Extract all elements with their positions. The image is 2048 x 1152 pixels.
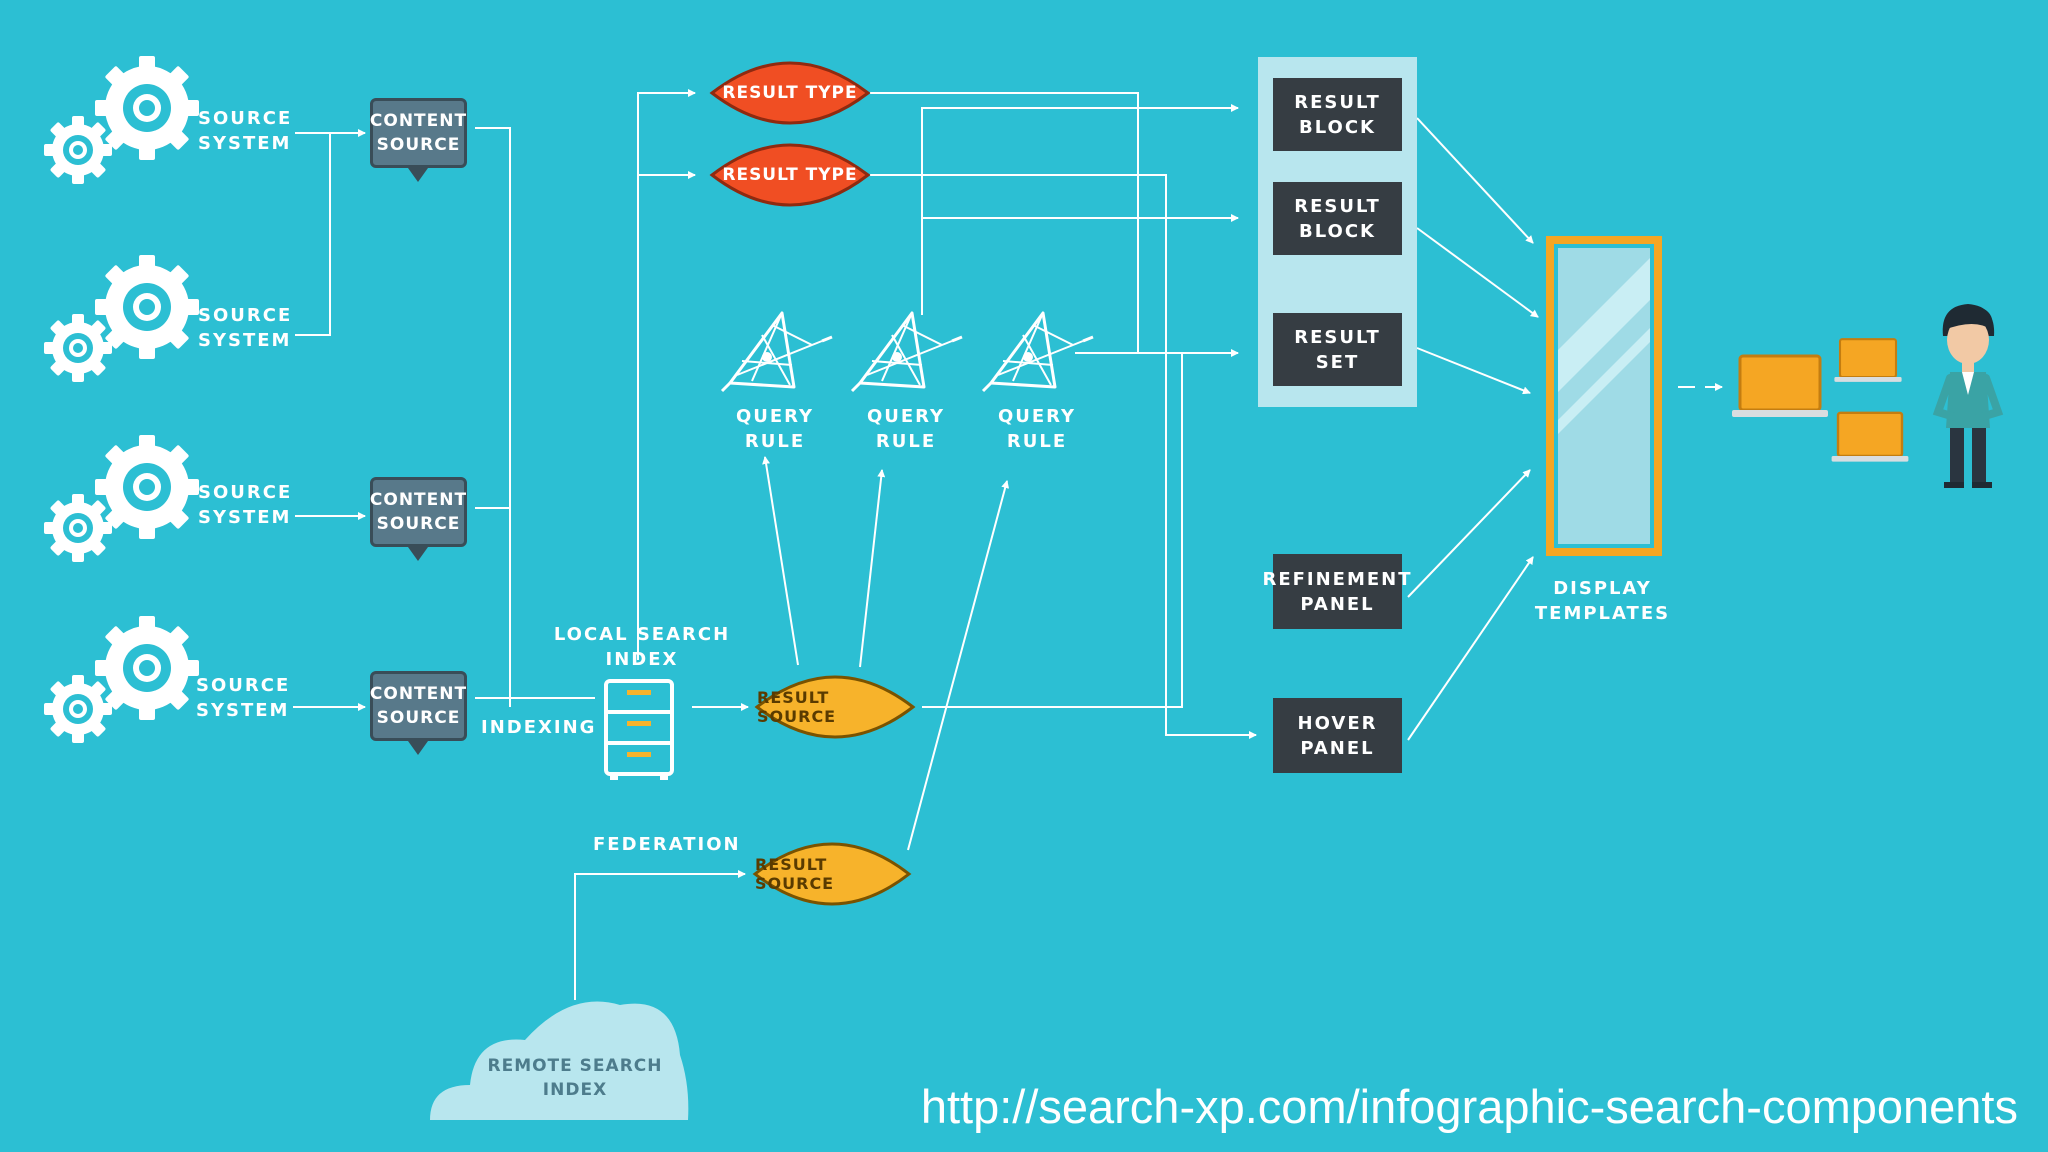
result-block-box: RESULT BLOCK bbox=[1273, 78, 1402, 151]
indexing-label: INDEXING bbox=[481, 717, 597, 738]
query-rule-label: QUERY RULE bbox=[997, 406, 1077, 452]
network-triangle-icon bbox=[850, 311, 964, 393]
result-source-label: RESULT SOURCE bbox=[755, 855, 835, 893]
person-icon bbox=[1932, 304, 2004, 488]
network-triangle-icon bbox=[720, 311, 834, 393]
result-source-label: RESULT SOURCE bbox=[757, 688, 837, 726]
source-system-label: SOURCE SYSTEM bbox=[198, 305, 293, 351]
content-source-tail bbox=[408, 741, 428, 755]
content-source-tail bbox=[408, 547, 428, 561]
remote-search-index-label: REMOTE SEARCH INDEX bbox=[487, 1056, 663, 1100]
source-url: http://search-xp.com/infographic-search-… bbox=[920, 1080, 2018, 1133]
source-system-label: SOURCE SYSTEM bbox=[196, 675, 291, 721]
content-source-box: CONTENT SOURCE bbox=[370, 477, 467, 547]
federation-label: FEDERATION bbox=[593, 834, 741, 855]
result-block-box: RESULT BLOCK bbox=[1273, 182, 1402, 255]
hover-panel-box: HOVER PANEL bbox=[1273, 698, 1402, 773]
result-source-shape bbox=[752, 842, 912, 906]
connector-lines bbox=[293, 89, 1723, 1000]
display-templates-label: DISPLAY TEMPLATES bbox=[1534, 578, 1671, 624]
result-type-shape bbox=[709, 143, 871, 207]
server-cabinet-icon bbox=[604, 679, 674, 780]
laptop-icon bbox=[1730, 354, 1830, 419]
gear-icon bbox=[44, 616, 199, 743]
query-rule-label: QUERY RULE bbox=[735, 406, 815, 452]
source-system-label: SOURCE SYSTEM bbox=[198, 108, 293, 154]
gear-icon bbox=[44, 255, 199, 382]
result-type-shape bbox=[709, 61, 871, 125]
result-set-box: RESULT SET bbox=[1273, 313, 1402, 386]
gear-icon bbox=[44, 56, 199, 184]
cloud-icon bbox=[430, 1001, 689, 1120]
content-source-box: CONTENT SOURCE bbox=[370, 98, 467, 168]
result-source-shape bbox=[754, 675, 916, 739]
result-type-label: RESULT TYPE bbox=[722, 165, 858, 185]
source-system-label: SOURCE SYSTEM bbox=[198, 482, 293, 528]
content-source-box: CONTENT SOURCE bbox=[370, 671, 467, 741]
gear-icon bbox=[44, 435, 199, 562]
local-search-index-label: LOCAL SEARCH INDEX bbox=[553, 624, 731, 670]
laptop-icon bbox=[1830, 411, 1910, 463]
result-type-label: RESULT TYPE bbox=[722, 83, 858, 103]
display-templates-frame bbox=[1546, 236, 1662, 556]
refinement-panel-box: REFINEMENT PANEL bbox=[1262, 554, 1411, 629]
laptop-icon bbox=[1833, 338, 1903, 383]
query-rule-label: QUERY RULE bbox=[866, 406, 946, 452]
content-source-tail bbox=[408, 168, 428, 182]
